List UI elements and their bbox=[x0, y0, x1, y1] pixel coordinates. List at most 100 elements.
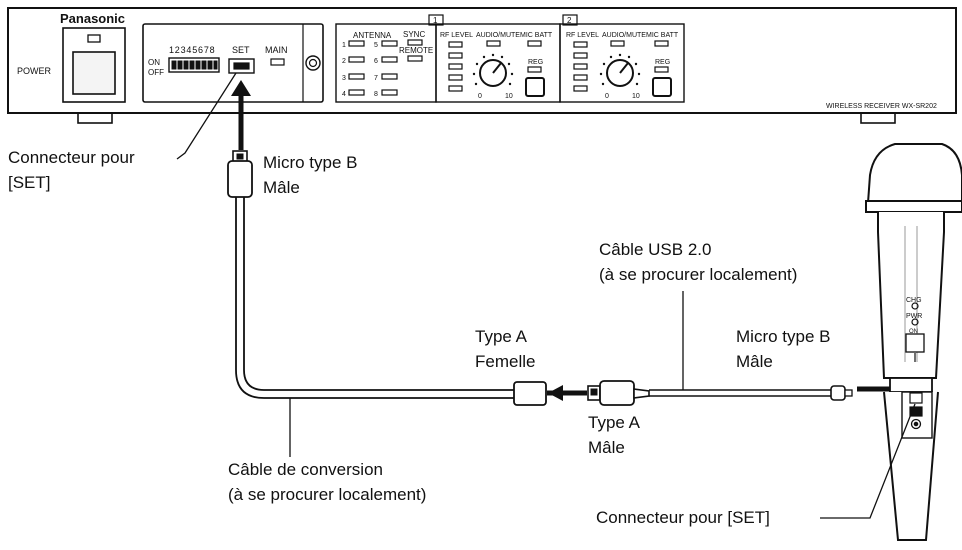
channel-2-rf-level-label: RF LEVEL bbox=[566, 32, 599, 39]
antenna-leds bbox=[348, 40, 398, 96]
dip-on-label: ON bbox=[148, 58, 160, 67]
label-type-a-female-1: Type A bbox=[475, 327, 527, 346]
channel-2-rf-leds bbox=[573, 41, 588, 92]
usb-cable bbox=[587, 291, 853, 406]
channel-2-batt-led bbox=[654, 40, 669, 47]
leader-connector-set-left bbox=[176, 72, 237, 160]
remote-led bbox=[407, 55, 423, 62]
set-label: SET bbox=[232, 45, 250, 55]
channel-1-reg-led bbox=[527, 66, 542, 73]
label-conversion-cable-1: Câble de conversion bbox=[228, 460, 383, 479]
channel-1-reg-label: REG bbox=[528, 59, 543, 66]
mic-texts: CHG PWR ON bbox=[906, 297, 922, 335]
channel-2-panel bbox=[559, 23, 685, 103]
mic-grille-ring bbox=[865, 200, 962, 213]
left-arrow-head bbox=[548, 385, 563, 401]
label-type-a-male-1: Type A bbox=[588, 413, 640, 432]
receiver-foot-right bbox=[860, 112, 896, 124]
mic-chg-label: CHG bbox=[906, 297, 922, 304]
set-panel bbox=[142, 23, 324, 103]
channel-2-number-box bbox=[562, 14, 578, 26]
mic-collar bbox=[889, 377, 933, 393]
power-button[interactable] bbox=[72, 51, 116, 95]
antenna-number: 2 bbox=[342, 58, 346, 65]
type-a-female-connector bbox=[513, 381, 547, 406]
power-led bbox=[87, 34, 101, 43]
antenna-number: 1 bbox=[342, 42, 346, 49]
receiver-foot-left bbox=[77, 112, 113, 124]
channel-1-reg-button[interactable] bbox=[525, 77, 545, 97]
model-label: WIRELESS RECEIVER WX-SR202 bbox=[826, 103, 937, 110]
channel-1-number-box bbox=[428, 14, 444, 26]
channel-1-batt-led bbox=[527, 40, 542, 47]
micro-b-plug-right bbox=[830, 385, 846, 401]
leader-connector-set-right bbox=[820, 403, 916, 519]
mic-grille bbox=[866, 143, 962, 204]
channel-2-audio-led bbox=[610, 40, 625, 47]
wireless-receiver bbox=[7, 7, 957, 124]
channel-1-mic-batt-label: MIC BATT bbox=[520, 32, 553, 39]
main-led bbox=[270, 58, 285, 66]
label-micro-b-right-2: Mâle bbox=[736, 352, 773, 371]
channel-2-reg-label: REG bbox=[655, 59, 670, 66]
channel-1-audio-mute-label: AUDIO/MUTE bbox=[476, 32, 520, 39]
mic-pwr-led bbox=[911, 318, 919, 326]
receiver-texts: Panasonic POWER 12345678 ON OFF SET MAIN… bbox=[17, 11, 937, 110]
mic-on-label: ON bbox=[909, 329, 918, 335]
channel-2-mic-batt-label: MIC BATT bbox=[646, 32, 679, 39]
arrows bbox=[231, 80, 904, 401]
channel-2-reg-button[interactable] bbox=[652, 77, 672, 97]
micro-b-plug-body bbox=[227, 160, 253, 198]
label-micro-b-left-2: Mâle bbox=[263, 178, 300, 197]
receiver-body bbox=[7, 7, 957, 114]
dip-numbers: 12345678 bbox=[169, 45, 215, 55]
channel-1-dial-max: 10 bbox=[505, 93, 513, 100]
label-usb-cable-2: (à se procurer localement) bbox=[599, 265, 798, 284]
conversion-cable bbox=[227, 150, 547, 457]
label-type-a-male-2: Mâle bbox=[588, 438, 625, 457]
leader-lines bbox=[176, 72, 916, 519]
channel-1-rf-leds bbox=[448, 41, 463, 92]
up-arrow-head bbox=[231, 80, 251, 96]
channel-2-dial-max: 10 bbox=[632, 93, 640, 100]
dip-switch-levers bbox=[171, 60, 218, 70]
label-connector-set-left-1: Connecteur pour bbox=[8, 148, 135, 167]
power-button-frame[interactable] bbox=[62, 27, 126, 103]
channel-2-reg-led bbox=[654, 66, 669, 73]
mic-switch[interactable] bbox=[909, 406, 923, 417]
channel-1-rf-level-label: RF LEVEL bbox=[440, 32, 473, 39]
remote-label: REMOTE bbox=[399, 46, 433, 55]
mic-upper-body bbox=[877, 212, 945, 379]
brand-logo: Panasonic bbox=[60, 11, 125, 26]
label-type-a-female-2: Femelle bbox=[475, 352, 536, 371]
mic-chg-led bbox=[911, 302, 919, 310]
antenna-number: 3 bbox=[342, 75, 346, 82]
antenna-number: 8 bbox=[374, 91, 378, 98]
mic-power-switch[interactable] bbox=[905, 333, 925, 353]
label-conversion-cable-2: (à se procurer localement) bbox=[228, 485, 427, 504]
channel-2-number: 2 bbox=[567, 16, 572, 25]
type-a-male-plug-body bbox=[599, 380, 635, 406]
antenna-label: ANTENNA bbox=[353, 31, 392, 40]
channel-2-audio-mute-label: AUDIO/MUTE bbox=[602, 32, 646, 39]
label-micro-b-left-1: Micro type B bbox=[263, 153, 358, 172]
main-label: MAIN bbox=[265, 45, 288, 55]
antenna-number: 4 bbox=[342, 91, 346, 98]
antenna-number: 6 bbox=[374, 58, 378, 65]
label-connector-set-right: Connecteur pour [SET] bbox=[596, 508, 770, 527]
channel-2-dial-min: 0 bbox=[605, 93, 609, 100]
set-usb-port[interactable] bbox=[228, 58, 255, 74]
channel-1-dial-min: 0 bbox=[478, 93, 482, 100]
panel-screw bbox=[305, 55, 321, 71]
sync-led bbox=[407, 39, 423, 46]
label-usb-cable-1: Câble USB 2.0 bbox=[599, 240, 712, 259]
dip-off-label: OFF bbox=[148, 68, 164, 77]
antenna-number: 7 bbox=[374, 75, 378, 82]
label-connector-set-left-2: [SET] bbox=[8, 173, 51, 192]
sync-label: SYNC bbox=[403, 30, 425, 39]
mic-set-port[interactable] bbox=[909, 392, 923, 404]
dip-switch[interactable] bbox=[168, 57, 220, 73]
mic-pwr-label: PWR bbox=[906, 313, 922, 320]
mic-led-ring bbox=[910, 418, 922, 430]
